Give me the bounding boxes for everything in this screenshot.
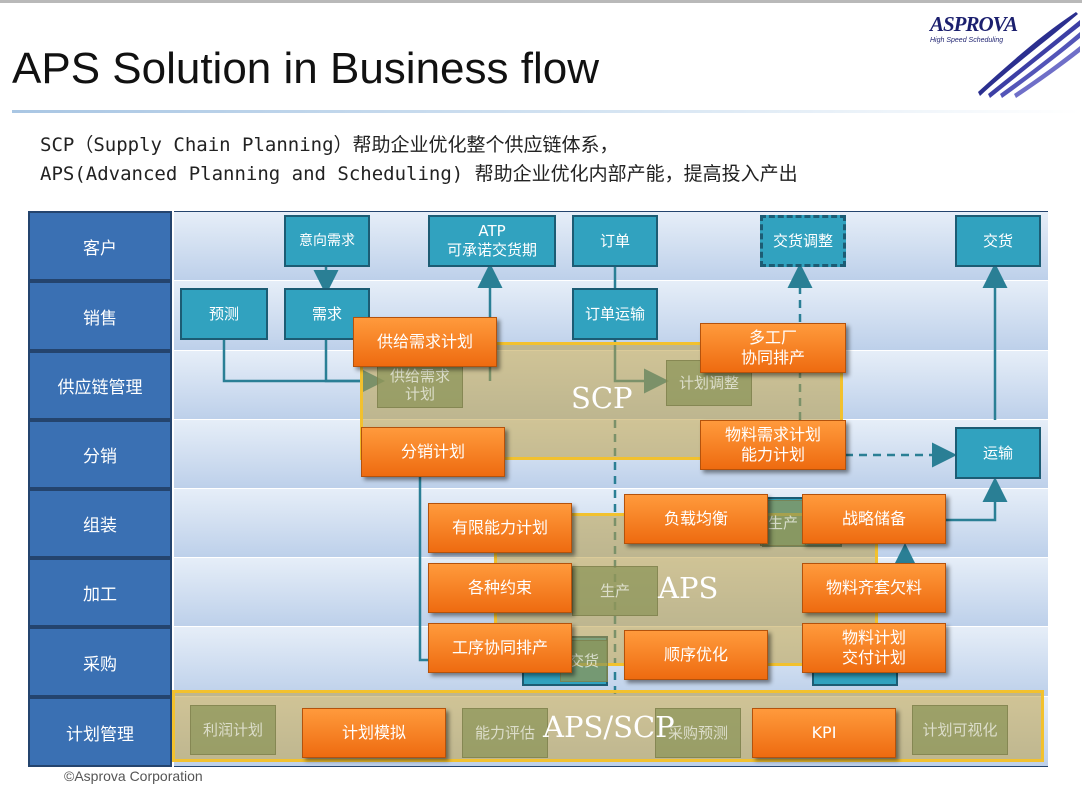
row-label-assembly: 组装: [28, 489, 172, 558]
box-intent-demand: 意向需求: [284, 215, 370, 267]
box-material-kitting: 物料齐套欠料: [802, 563, 946, 613]
box-faded-plan-visual: 计划可视化: [912, 705, 1008, 755]
subtitle-scp: SCP（Supply Chain Planning）帮助企业优化整个供应链体系，: [40, 134, 619, 156]
top-border: [0, 0, 1082, 3]
row-label-distribution: 分销: [28, 420, 172, 489]
subtitle-aps: APS(Advanced Planning and Scheduling) 帮助…: [40, 163, 798, 185]
box-sequence-opt: 顺序优化: [624, 630, 768, 680]
material-plan-line1: 物料计划: [841, 628, 906, 647]
faded-supply-demand-line2: 计划: [404, 385, 435, 403]
box-faded-supply-demand: 供给需求 计划: [377, 362, 463, 408]
logo-wordmark: ASPROVA: [930, 12, 1018, 36]
material-plan-line2: 交付计划: [841, 648, 906, 667]
box-transport: 运输: [955, 427, 1041, 479]
box-supply-demand-plan: 供给需求计划: [353, 317, 497, 367]
row-label-plan-mgmt: 计划管理: [28, 697, 172, 767]
box-process-sync: 工序协同排产: [428, 623, 572, 673]
box-faded-capacity-eval: 能力评估: [462, 708, 548, 758]
label-aps: APS: [658, 571, 719, 605]
title-underline: [12, 110, 1080, 113]
box-kpi: KPI: [752, 708, 896, 758]
row-label-sales: 销售: [28, 281, 172, 351]
box-order-transport: 订单运输: [572, 288, 658, 340]
box-plan-simulation: 计划模拟: [302, 708, 446, 758]
box-delivery: 交货: [955, 215, 1041, 267]
box-finite-capacity: 有限能力计划: [428, 503, 572, 553]
multi-factory-line1: 多工厂: [748, 328, 797, 347]
page-title: APS Solution in Business flow: [12, 44, 599, 93]
box-atp-line1: ATP: [478, 222, 506, 240]
multi-factory-line2: 协同排产: [740, 348, 805, 367]
box-faded-profit-plan: 利润计划: [190, 705, 276, 755]
faded-supply-demand-line1: 供给需求: [389, 367, 450, 385]
box-mrp: 物料需求计划 能力计划: [700, 420, 846, 470]
row-label-customer: 客户: [28, 211, 172, 281]
copyright: ©Asprova Corporation: [64, 768, 203, 784]
box-constraints: 各种约束: [428, 563, 572, 613]
row-label-purchasing: 采购: [28, 627, 172, 697]
box-faded-production: 生产: [572, 566, 658, 616]
box-multi-factory: 多工厂 协同排产: [700, 323, 846, 373]
box-atp-line2: 可承诺交货期: [446, 241, 537, 259]
row-label-scm: 供应链管理: [28, 351, 172, 420]
box-delivery-adjust: 交货调整: [760, 215, 846, 267]
box-atp: ATP 可承诺交货期: [428, 215, 556, 267]
label-aps-scp: APS/SCP: [543, 710, 675, 744]
asprova-swoosh-logo: [978, 12, 1080, 98]
mrp-line1: 物料需求计划: [724, 425, 821, 444]
logo-tagline: High Speed Scheduling: [930, 37, 1004, 44]
box-material-plan: 物料计划 交付计划: [802, 623, 946, 673]
box-strategic-reserve: 战略储备: [802, 494, 946, 544]
box-distribution-plan: 分销计划: [361, 427, 505, 477]
row-label-processing: 加工: [28, 558, 172, 627]
mrp-line2: 能力计划: [740, 445, 805, 464]
label-scp: SCP: [571, 381, 633, 415]
box-load-balance: 负载均衡: [624, 494, 768, 544]
box-faded-purchase-forecast: 采购预测: [655, 708, 741, 758]
box-forecast: 预测: [180, 288, 268, 340]
box-order: 订单: [572, 215, 658, 267]
